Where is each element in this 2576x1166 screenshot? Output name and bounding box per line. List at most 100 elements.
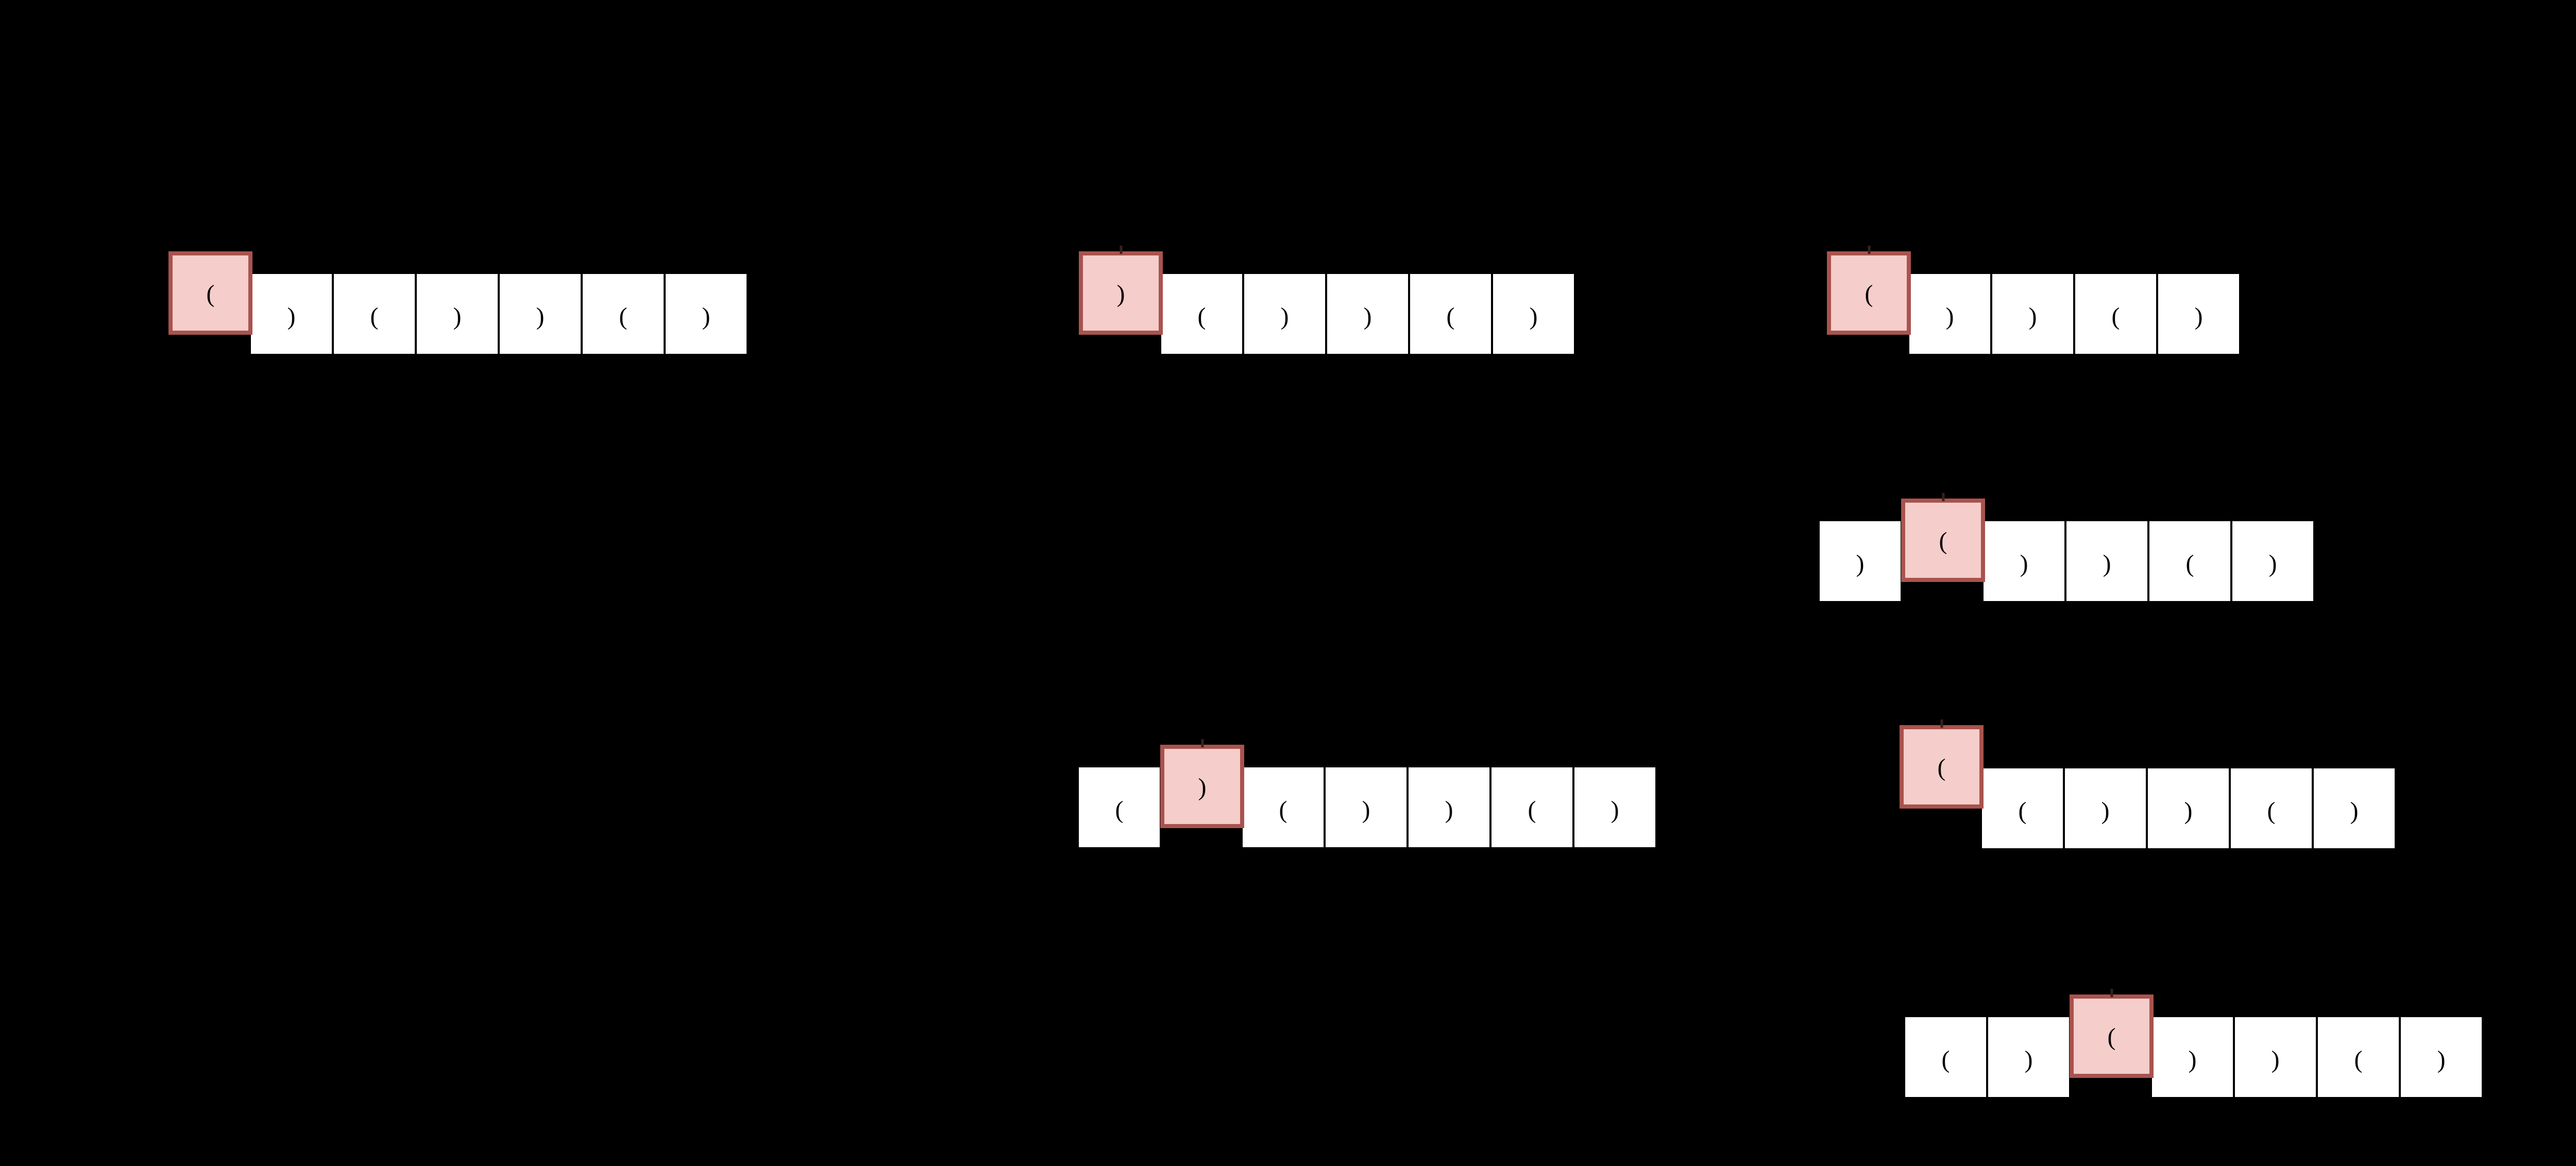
highlighted-paren-cell: ) bbox=[1160, 739, 1244, 828]
close-paren-glyph: ) bbox=[2350, 797, 2359, 825]
open-paren-glyph: ( bbox=[1446, 302, 1455, 330]
close-paren-glyph: ) bbox=[2103, 550, 2111, 577]
paren-cell: ) bbox=[2314, 768, 2395, 848]
open-paren-glyph: ( bbox=[2111, 302, 2120, 330]
close-paren-glyph: ) bbox=[1363, 302, 1372, 330]
paren-cell: ) bbox=[1493, 274, 1574, 354]
open-paren-glyph: ( bbox=[2018, 797, 2027, 825]
close-paren-glyph: ) bbox=[1856, 550, 1865, 577]
paren-cell: ) bbox=[2235, 1017, 2316, 1097]
paren-cell: ) bbox=[2152, 1017, 2233, 1097]
open-paren-glyph: ( bbox=[370, 302, 379, 330]
paren-cell: ) bbox=[666, 274, 747, 354]
close-paren-glyph: ) bbox=[1116, 280, 1125, 307]
sequence-row4-right: () ()) () bbox=[1905, 989, 2484, 1101]
paren-cell: ( bbox=[2231, 768, 2312, 848]
open-paren-glyph: ( bbox=[206, 280, 215, 307]
highlighted-paren-cell: ) bbox=[1079, 246, 1163, 335]
close-paren-glyph: ) bbox=[2184, 797, 2193, 825]
open-paren-glyph: ( bbox=[1937, 754, 1946, 781]
close-paren-glyph: ) bbox=[453, 302, 462, 330]
open-paren-glyph: ( bbox=[1528, 796, 1536, 824]
paren-cell: ( bbox=[334, 274, 415, 354]
close-paren-glyph: ) bbox=[2271, 1045, 2280, 1073]
paren-cell: ) bbox=[251, 274, 332, 354]
close-paren-glyph: ) bbox=[1198, 774, 1207, 801]
paren-cell: ) bbox=[417, 274, 498, 354]
highlighted-paren-cell: ( bbox=[2070, 989, 2154, 1078]
paren-cell: ) bbox=[1327, 274, 1408, 354]
paren-cell: ) bbox=[2232, 521, 2313, 601]
arrow-tip-mark bbox=[1940, 719, 1943, 728]
paren-cell: ( bbox=[2318, 1017, 2399, 1097]
paren-cell: ( bbox=[583, 274, 664, 354]
paren-cell: ) bbox=[2148, 768, 2229, 848]
open-paren-glyph: ( bbox=[2107, 1023, 2116, 1051]
open-paren-glyph: ( bbox=[1941, 1045, 1950, 1073]
close-paren-glyph: ) bbox=[1280, 302, 1289, 330]
paren-cell: ( bbox=[2149, 521, 2230, 601]
paren-cell: ) bbox=[1409, 767, 1489, 847]
open-paren-glyph: ( bbox=[1279, 796, 1287, 824]
paren-cell: ( bbox=[1905, 1017, 1986, 1097]
paren-cell: ( bbox=[1161, 274, 1242, 354]
paren-cell: ) bbox=[2158, 274, 2239, 354]
close-paren-glyph: ) bbox=[1445, 796, 1453, 824]
paren-cell: ) bbox=[1988, 1017, 2069, 1097]
arrow-tip-mark bbox=[1868, 246, 1870, 254]
sequence-row3-middle: () ()) () bbox=[1079, 739, 1657, 851]
close-paren-glyph: ) bbox=[702, 302, 710, 330]
highlighted-paren-cell: ( bbox=[168, 251, 252, 335]
paren-cell: ( bbox=[1243, 767, 1324, 847]
paren-cell: ) bbox=[2066, 521, 2147, 601]
open-paren-glyph: ( bbox=[2185, 550, 2194, 577]
close-paren-glyph: ) bbox=[2024, 1045, 2033, 1073]
sequence-row1-left: () ()) () bbox=[168, 251, 749, 357]
highlighted-paren-cell: ( bbox=[1900, 719, 1984, 809]
close-paren-glyph: ) bbox=[2028, 302, 2037, 330]
highlighted-paren-cell: ( bbox=[1901, 493, 1985, 582]
arrow-tip-mark bbox=[2110, 989, 2113, 997]
close-paren-glyph: ) bbox=[2020, 550, 2028, 577]
paren-cell: ) bbox=[1992, 274, 2073, 354]
close-paren-glyph: ) bbox=[1362, 796, 1370, 824]
close-paren-glyph: ) bbox=[2268, 550, 2277, 577]
arrow-tip-mark bbox=[1201, 739, 1204, 747]
close-paren-glyph: ) bbox=[2188, 1045, 2197, 1073]
paren-cell: ( bbox=[1982, 768, 2063, 848]
paren-cell: ) bbox=[500, 274, 581, 354]
close-paren-glyph: ) bbox=[536, 302, 545, 330]
open-paren-glyph: ( bbox=[619, 302, 628, 330]
open-paren-glyph: ( bbox=[1197, 302, 1206, 330]
paren-cell: ( bbox=[1492, 767, 1572, 847]
paren-cell: ( bbox=[2075, 274, 2156, 354]
open-paren-glyph: ( bbox=[2354, 1045, 2363, 1073]
paren-cell: ) bbox=[1984, 521, 2064, 601]
paren-cell: ) bbox=[2401, 1017, 2482, 1097]
sequence-row2-right: ) ()) () bbox=[1820, 493, 2315, 605]
paren-cell: ( bbox=[1079, 767, 1160, 847]
paren-cell: ) bbox=[1820, 521, 1901, 601]
paren-cell: ) bbox=[1574, 767, 1655, 847]
highlighted-paren-cell: ( bbox=[1827, 246, 1911, 335]
open-paren-glyph: ( bbox=[1939, 527, 1947, 555]
paren-cell: ) bbox=[1326, 767, 1406, 847]
open-paren-glyph: ( bbox=[1865, 280, 1873, 307]
close-paren-glyph: ) bbox=[1611, 796, 1619, 824]
sequence-row3-right: ( ()) () bbox=[1900, 719, 2397, 852]
paren-cell: ) bbox=[1909, 274, 1990, 354]
sequence-row1-right: ()) () bbox=[1827, 246, 2241, 357]
paren-cell: ) bbox=[2065, 768, 2146, 848]
paren-cell: ( bbox=[1410, 274, 1491, 354]
paren-cell: ) bbox=[1244, 274, 1325, 354]
close-paren-glyph: ) bbox=[2194, 302, 2203, 330]
open-paren-glyph: ( bbox=[2267, 797, 2276, 825]
close-paren-glyph: ) bbox=[1945, 302, 1954, 330]
open-paren-glyph: ( bbox=[1115, 796, 1124, 824]
close-paren-glyph: ) bbox=[1529, 302, 1538, 330]
arrow-tip-mark bbox=[1120, 246, 1122, 254]
arrow-tip-mark bbox=[1942, 493, 1944, 501]
sequence-row1-middle: ) ()) () bbox=[1079, 246, 1576, 357]
close-paren-glyph: ) bbox=[287, 302, 296, 330]
